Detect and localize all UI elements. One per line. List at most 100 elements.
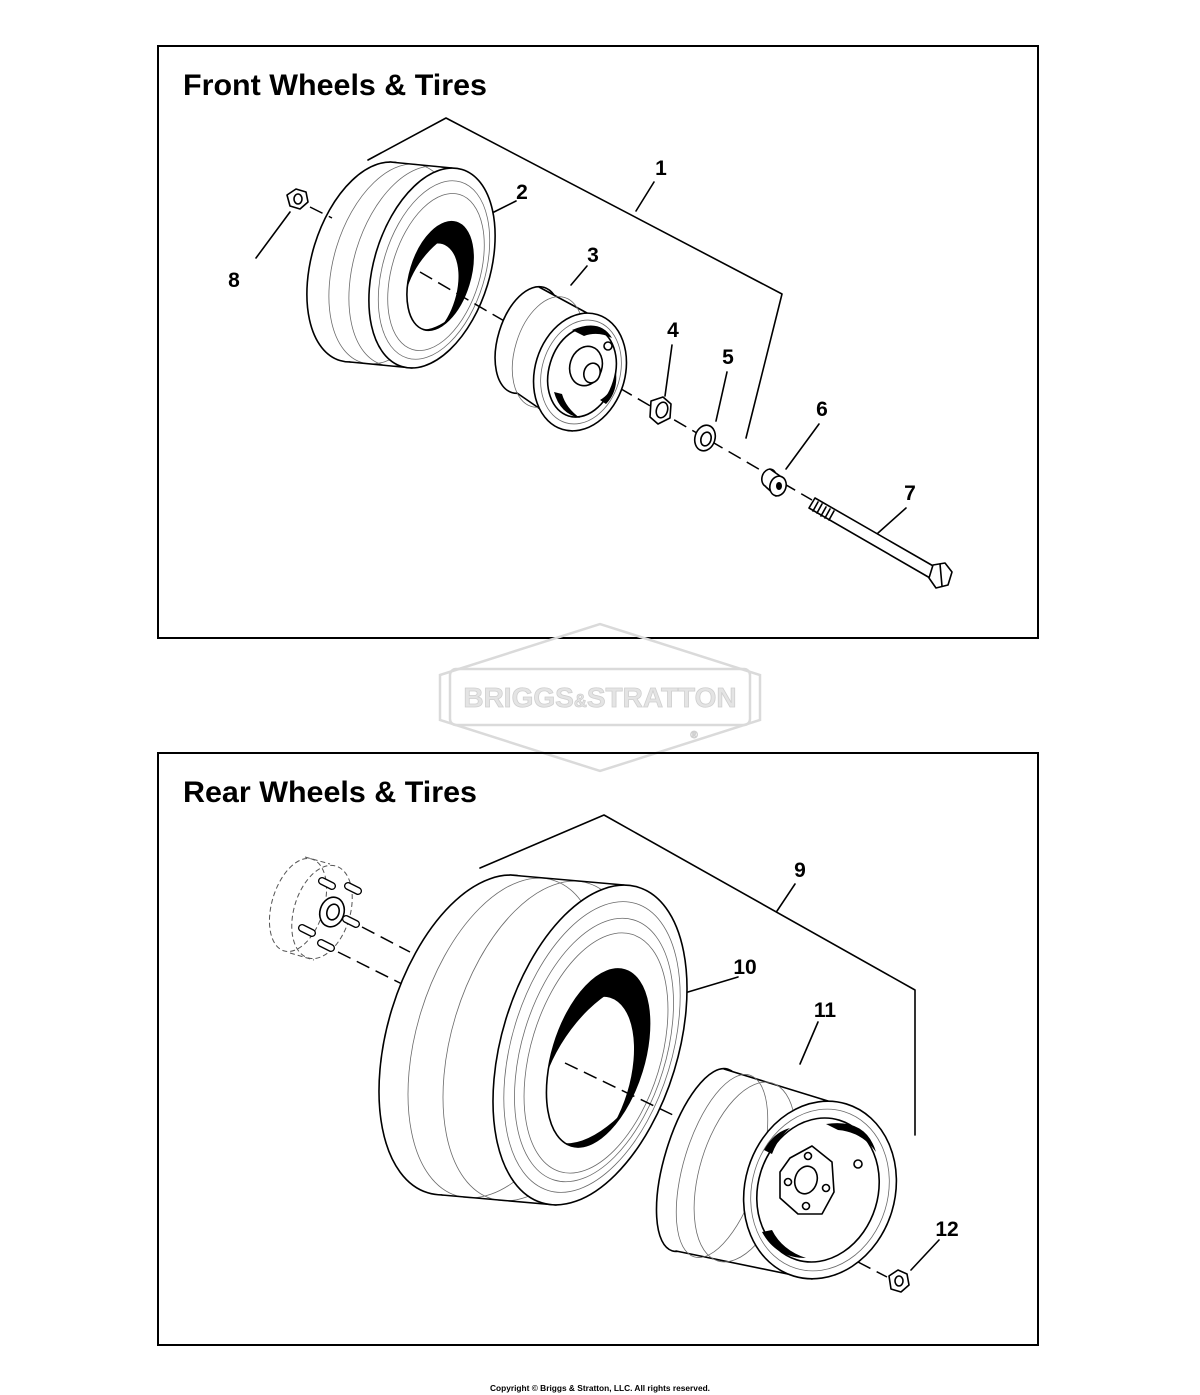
watermark-outer-shape — [438, 622, 762, 773]
rear-rim-flange-ring — [750, 1108, 890, 1272]
front-rim-hub-bore — [583, 362, 601, 384]
rear-nut-hole — [894, 1275, 904, 1287]
leader-1 — [635, 181, 655, 212]
wheel-stud — [344, 882, 362, 895]
front-rim-cutout — [572, 325, 612, 338]
front-callouts: 1 2 3 4 5 6 7 8 — [228, 157, 916, 505]
leader-4 — [664, 344, 673, 397]
front-tire-sidewall-ring — [387, 193, 485, 351]
rear-rim-cutout — [826, 1123, 876, 1152]
watermark-name2: STRATTON — [587, 682, 737, 713]
rear-hub-center — [318, 896, 346, 928]
front-rim-cutout — [554, 392, 580, 418]
copyright-notice: Copyright © Briggs & Stratton, LLC. All … — [490, 1384, 710, 1393]
rear-nut-centerline — [857, 1261, 888, 1278]
rear-lug-nut — [857, 1261, 910, 1293]
front-bolt-head-facet — [939, 563, 943, 587]
front-tire-top-edge — [389, 161, 453, 169]
callout-5: 5 — [722, 346, 734, 369]
callout-6: 6 — [816, 398, 828, 421]
front-nut-body — [286, 188, 309, 210]
rear-nut-body — [888, 1269, 910, 1293]
rear-rim-disc — [755, 1117, 881, 1263]
leader-5 — [715, 371, 728, 422]
front-spacer-hole — [776, 482, 782, 490]
callout-7: 7 — [904, 482, 916, 505]
front-grease-fitting-nut — [286, 188, 333, 219]
leader-8 — [255, 211, 291, 259]
rear-hub-studs — [298, 877, 362, 952]
leader-7 — [877, 507, 907, 534]
leader-10 — [687, 976, 739, 993]
rear-hub-phantom — [268, 856, 411, 985]
front-spacer — [761, 468, 787, 497]
callout-10: 10 — [733, 956, 756, 979]
front-rim-cutout — [600, 372, 617, 404]
rear-leader-lines — [687, 883, 940, 1271]
leader-9 — [776, 883, 796, 912]
rear-stud-centerline — [337, 951, 403, 985]
callout-9: 9 — [794, 859, 806, 882]
wheel-stud — [318, 877, 336, 890]
watermark-inner-shape — [448, 667, 752, 727]
front-bearing-bore — [655, 401, 669, 419]
rear-rim-valve-hole — [853, 1159, 863, 1169]
front-assembly-bracket — [367, 117, 783, 439]
rear-rim-front-flange — [742, 1100, 898, 1280]
front-tire-bore — [406, 220, 474, 332]
leader-3 — [570, 265, 588, 286]
leader-12 — [910, 1239, 940, 1271]
watermark-text: BRIGGS&STRATTON — [463, 682, 736, 713]
front-tire-sidewall-ring — [377, 180, 491, 360]
front-washer — [693, 424, 717, 452]
rear-rim-cutout — [762, 1230, 806, 1258]
rear-tire-bore — [545, 968, 651, 1148]
front-rim-valve-hole — [603, 341, 613, 351]
front-rim-top-edge — [538, 286, 588, 314]
rear-assembly-bracket — [479, 814, 916, 1136]
briggs-stratton-watermark-logo: BRIGGS&STRATTON ® — [438, 622, 762, 773]
rear-rim-center-plate — [779, 1145, 835, 1215]
rear-rim-center-hole — [793, 1165, 819, 1195]
callout-11: 11 — [814, 999, 837, 1022]
rear-rim-bolt-hole — [801, 1201, 811, 1211]
front-washer-body — [693, 424, 717, 452]
front-spacer-top-edge — [769, 468, 781, 477]
rear-callouts: 9 10 11 12 — [733, 859, 958, 1241]
front-washer-hole — [699, 431, 713, 447]
watermark-name1: BRIGGS — [463, 682, 573, 713]
rear-hub-top-edge — [304, 856, 331, 865]
thread-line — [812, 501, 819, 512]
callout-4: 4 — [667, 319, 679, 342]
thread-line — [828, 510, 835, 521]
rear-panel-border — [157, 752, 1039, 1346]
leader-11 — [799, 1021, 819, 1065]
rear-tire-sidewall-ring — [523, 932, 669, 1174]
callout-3: 3 — [587, 244, 599, 267]
front-panel-title: Front Wheels & Tires — [183, 69, 487, 102]
watermark-registered-mark: ® — [690, 730, 698, 741]
wheel-stud — [342, 915, 360, 928]
watermark-amp: & — [574, 691, 587, 711]
front-rim-flange-ring — [540, 319, 622, 425]
rear-tire-bottom-edge — [441, 1194, 557, 1206]
front-tire — [306, 161, 496, 369]
rear-tire-sidewall-ring — [514, 917, 674, 1183]
rear-axle-centerline — [564, 1062, 701, 1129]
front-nut-hole — [293, 193, 303, 205]
front-bearing — [649, 396, 672, 425]
rear-panel-title: Rear Wheels & Tires — [183, 776, 477, 809]
front-panel-border — [157, 45, 1039, 639]
callout-8: 8 — [228, 269, 240, 292]
callout-12: 12 — [935, 1218, 958, 1241]
front-leader-lines — [255, 181, 907, 534]
rear-panel: Rear Wheels & Tires — [157, 752, 1039, 1346]
front-rim — [494, 285, 628, 432]
rear-rim-bolt-hole — [783, 1177, 793, 1187]
rear-rim-bolt-hole — [803, 1151, 813, 1161]
rear-rim-cutout — [764, 1128, 790, 1154]
front-bolt-threads — [812, 501, 835, 521]
leader-2 — [493, 200, 517, 213]
leader-6 — [785, 423, 820, 470]
